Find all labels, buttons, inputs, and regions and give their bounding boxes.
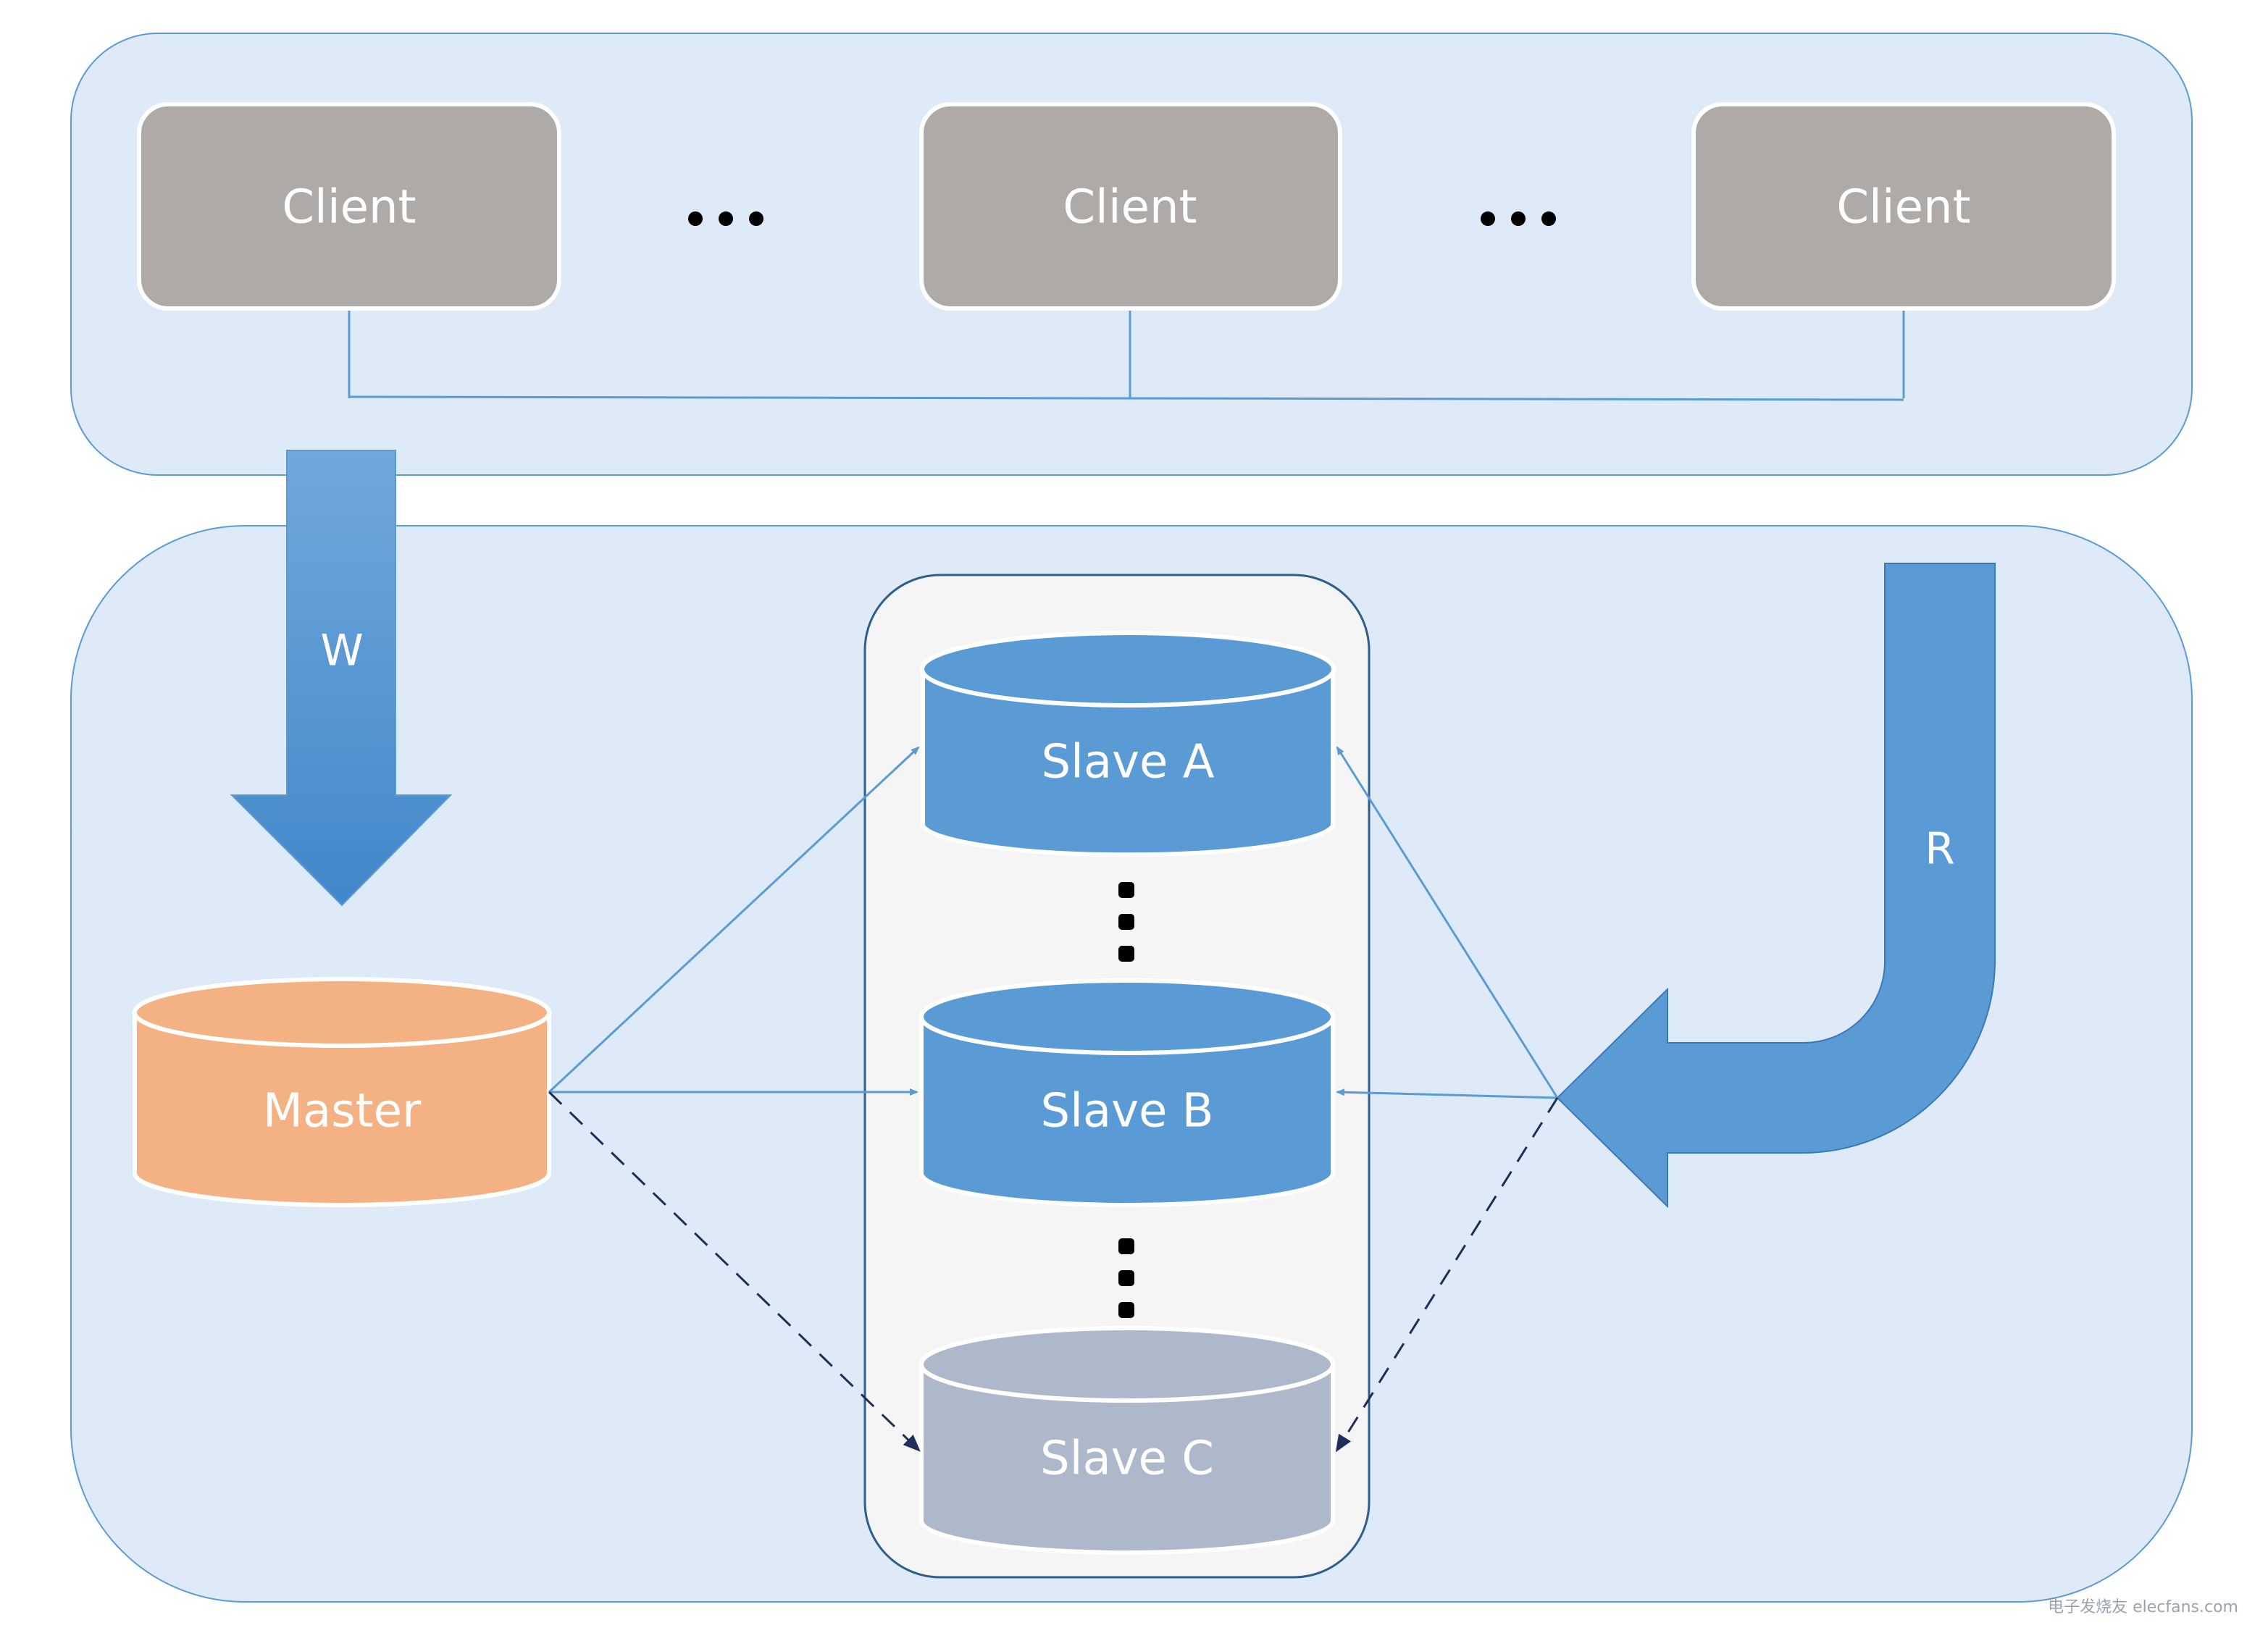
write-arrow: W: [230, 450, 453, 907]
replication-links: [548, 746, 921, 1452]
client-node-1: Client: [137, 102, 561, 311]
slave-a-db-cylinder: Slave A: [920, 631, 1336, 857]
read-to-slave-b-link: [1336, 1088, 1558, 1099]
master-label: Master: [263, 1085, 422, 1138]
client-ellipsis-1: [688, 211, 763, 226]
client-node-2: Client: [919, 102, 1342, 311]
read-arrow: R: [1556, 563, 1996, 1209]
slave-b-label: Slave B: [1040, 1085, 1213, 1138]
client-node-3: Client: [1691, 102, 2116, 311]
read-arrow-label: R: [1925, 824, 1955, 875]
master-to-slave-a-link: [548, 746, 920, 1093]
client-ellipsis-2: [1481, 211, 1556, 226]
client-label-1: Client: [282, 181, 416, 235]
slave-a-label: Slave A: [1042, 736, 1215, 789]
slave-ellipsis-1: [1118, 882, 1134, 962]
write-arrow-label: W: [320, 626, 363, 676]
slave-b-db-cylinder: Slave B: [919, 978, 1335, 1207]
slave-c-db-cylinder: Slave C: [919, 1326, 1335, 1555]
slave-ellipsis-2: [1118, 1238, 1134, 1318]
watermark-text: 电子发烧友 elecfans.com: [2048, 1598, 2238, 1616]
read-to-slave-c-link: [1335, 1097, 1559, 1453]
slave-c-label: Slave C: [1040, 1432, 1214, 1486]
client-label-2: Client: [1063, 181, 1197, 235]
client-label-3: Client: [1836, 181, 1970, 235]
master-db-cylinder: Master: [133, 977, 551, 1207]
read-links: [1335, 746, 1559, 1453]
read-to-slave-a-link: [1336, 746, 1559, 1099]
client-bus-lines: [348, 308, 1905, 401]
